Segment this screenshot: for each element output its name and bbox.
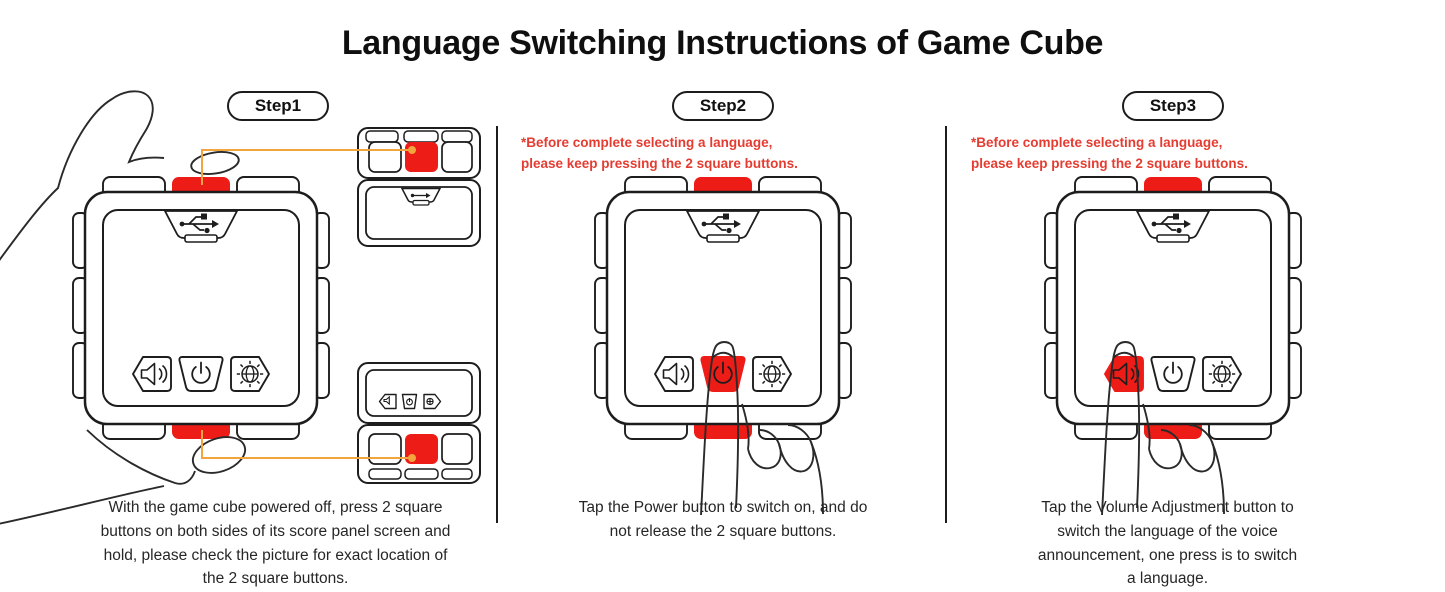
caption-line: announcement, one press is to switch xyxy=(1037,546,1298,564)
step1-label: Step1 xyxy=(254,96,302,115)
pressing-hand-step2 xyxy=(700,341,824,516)
callout-connector-lines xyxy=(201,146,416,462)
caption-line: Tap the Power button to switch on, and d… xyxy=(578,499,868,516)
cube-step3 xyxy=(1043,175,1303,441)
page-title: Language Switching Instructions of Game … xyxy=(341,24,1104,62)
caption-line: hold, please check the picture for exact… xyxy=(103,546,448,564)
step1-illustration xyxy=(0,90,481,525)
holding-hand xyxy=(0,90,196,525)
cube-step1 xyxy=(71,175,331,441)
step3-caption: Tap the Volume Adjustment button to swit… xyxy=(955,496,1380,591)
usb-icon-small xyxy=(410,192,431,199)
step2-illustration xyxy=(593,175,853,516)
thumb-tip xyxy=(191,436,247,474)
caption-line: the 2 square buttons. xyxy=(202,570,349,588)
caption-line: With the game cube powered off, press 2 … xyxy=(108,499,443,516)
zoomed-red-square-button xyxy=(405,142,438,172)
cube-step2 xyxy=(593,175,853,441)
step3-illustration xyxy=(1043,175,1303,516)
step3-label: Step3 xyxy=(1149,96,1197,115)
step2-label: Step2 xyxy=(699,96,747,115)
caption-line: not release the 2 square buttons. xyxy=(609,522,837,540)
bottom-zoom-panel xyxy=(357,362,481,484)
warning-line: please keep pressing the 2 square button… xyxy=(971,155,1248,171)
caption-line: buttons on both sides of its score panel… xyxy=(100,522,451,540)
step1-badge: Step1 xyxy=(227,91,329,121)
caption-line: Tap the Volume Adjustment button to xyxy=(1041,499,1294,516)
index-fingertip xyxy=(190,151,240,175)
section-divider xyxy=(945,126,947,523)
section-divider xyxy=(496,126,498,523)
warning-line: *Before complete selecting a language, xyxy=(971,135,1223,150)
top-zoom-panel xyxy=(357,127,481,247)
step1-caption: With the game cube powered off, press 2 … xyxy=(58,496,493,591)
caption-line: a language. xyxy=(1126,570,1209,588)
caption-line: switch the language of the voice xyxy=(1057,522,1278,540)
step3-badge: Step3 xyxy=(1122,91,1224,121)
step2-badge: Step2 xyxy=(672,91,774,121)
warning-line: *Before complete selecting a language, xyxy=(521,135,773,150)
pressing-hand-step3 xyxy=(1101,341,1225,516)
step3-warning-note: *Before complete selecting a language, p… xyxy=(971,133,1248,174)
step2-warning-note: *Before complete selecting a language, p… xyxy=(521,133,798,174)
warning-line: please keep pressing the 2 square button… xyxy=(521,155,798,171)
step2-caption: Tap the Power button to switch on, and d… xyxy=(520,496,926,544)
